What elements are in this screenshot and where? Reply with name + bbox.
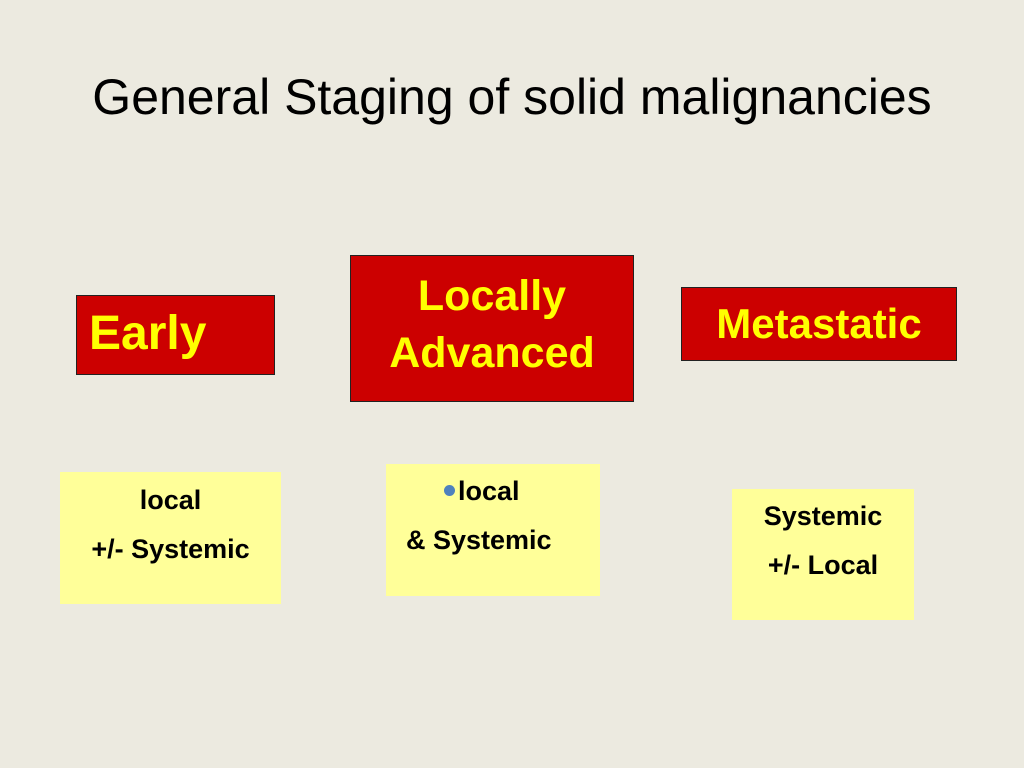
stage-locally-advanced-box: Locally Advanced: [350, 255, 634, 402]
note-metastatic-box: Systemic +/- Local: [732, 489, 914, 620]
stage-locally-advanced-line2: Advanced: [389, 329, 595, 377]
stage-metastatic-label: Metastatic: [716, 300, 922, 347]
note-locally-advanced-box: local & Systemic: [386, 464, 600, 596]
note-early-line2: +/- Systemic: [91, 534, 250, 564]
note-early-line1: local: [139, 485, 202, 515]
note-locally-advanced-line1: local: [458, 476, 520, 506]
bullet-dot-icon: [444, 485, 455, 496]
stage-metastatic-box: Metastatic: [681, 287, 957, 361]
note-metastatic-line1: Systemic: [763, 501, 883, 531]
note-early-box: local +/- Systemic: [60, 472, 281, 604]
slide-title: General Staging of solid malignancies: [92, 69, 932, 125]
stage-early-label: Early: [89, 307, 207, 360]
note-metastatic-line2: +/- Local: [767, 550, 879, 580]
stage-locally-advanced-line1: Locally: [417, 272, 567, 320]
note-locally-advanced-line2: & Systemic: [406, 525, 552, 555]
stage-early-box: Early: [76, 295, 275, 375]
note-locally-advanced-row1: local: [386, 467, 600, 516]
